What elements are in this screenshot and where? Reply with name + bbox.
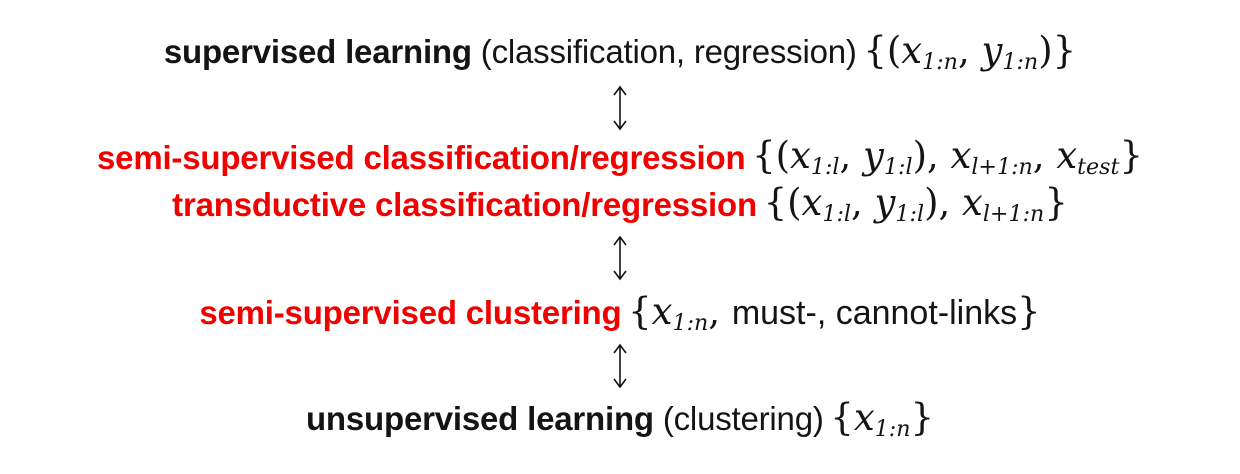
math-token-p: ,: [1032, 134, 1057, 178]
math-token-p: ,: [839, 134, 864, 178]
math-token-s: 1:n: [874, 416, 911, 443]
math-token-v: y: [863, 134, 884, 178]
math-token-v: x: [790, 134, 811, 178]
math-token-s: l+1:n: [982, 201, 1045, 228]
math-token-v: x: [651, 289, 673, 333]
math-token-s: 1:l: [883, 154, 913, 181]
math-semi-supervised-cr-data: {(x1:l, y1:l), xl+1:n, xtest}: [752, 134, 1143, 180]
math-token-s: 1:l: [810, 154, 840, 181]
math-token-s: 1:n: [1002, 49, 1039, 76]
math-token-p: ,: [957, 28, 982, 72]
row-supervised-learning: supervised learning (classification, reg…: [0, 22, 1240, 82]
updown-arrow-icon: [613, 343, 627, 388]
row-unsupervised-learning: unsupervised learning (clustering) {x1:n…: [0, 393, 1240, 445]
math-token-p: {(: [863, 28, 902, 72]
math-token-p: ),: [924, 181, 962, 225]
math-token-p: }: [910, 395, 935, 439]
updown-arrow-icon: [613, 235, 627, 281]
math-token-v: y: [874, 181, 896, 225]
connector-row-2: [0, 228, 1240, 288]
row-semi-supervised-classification-regression: semi-supervised classification/regressio…: [0, 134, 1240, 181]
math-token-v: x: [853, 395, 875, 439]
math-token-p: {(: [752, 134, 791, 178]
math-token-p: }: [1044, 181, 1068, 225]
math-supervised-data: {(x1:n, y1:n)}: [863, 29, 1076, 75]
term-unsupervised-paren: (clustering): [653, 400, 824, 437]
math-token-s: l+1:n: [971, 154, 1033, 181]
math-token-v: x: [962, 181, 983, 225]
term-transductive-cr: transductive classification/regression: [172, 185, 757, 223]
term-semi-supervised-clustering: semi-supervised clustering: [199, 294, 622, 331]
math-token-v: x: [1056, 134, 1078, 178]
math-token-s: 1:n: [672, 310, 709, 337]
math-token-p: ),: [912, 134, 951, 178]
math-transductive-data: {(x1:l, y1:l), xl+1:n}: [764, 181, 1068, 227]
math-token-s: test: [1077, 154, 1120, 181]
updown-arrow-icon: [613, 85, 627, 131]
math-token-s: 1:l: [822, 201, 852, 228]
term-unsupervised-learning: unsupervised learning: [305, 400, 654, 437]
math-token-v: x: [801, 181, 823, 225]
connector-row-3: [0, 338, 1240, 393]
row-semi-supervised-clustering: semi-supervised clustering {x1:n, must-,…: [0, 288, 1240, 338]
math-unsupervised-data: {x1:n}: [830, 396, 934, 442]
connector-row-1: [0, 82, 1240, 134]
term-supervised-paren: (classification, regression): [471, 33, 857, 70]
math-token-p: {(: [763, 181, 802, 225]
math-token-p: )}: [1038, 28, 1077, 72]
math-token-s: 1:l: [895, 201, 925, 228]
math-token-v: x: [950, 134, 972, 178]
math-token-s: 1:n: [922, 49, 958, 76]
term-supervised-learning: supervised learning: [163, 33, 472, 70]
math-token-p: }: [1119, 134, 1143, 178]
math-token-v: y: [981, 28, 1003, 72]
math-token-p: {: [830, 395, 854, 439]
math-token-v: x: [901, 28, 923, 72]
math-token-t: must-, cannot-links: [731, 293, 1018, 332]
math-token-p: ,: [708, 289, 732, 333]
math-token-p: ,: [851, 181, 875, 225]
term-semi-supervised-cr: semi-supervised classification/regressio…: [97, 138, 746, 176]
math-token-p: {: [628, 289, 652, 333]
math-semi-supervised-clustering-data: {x1:n, must-, cannot-links}: [628, 290, 1041, 336]
row-transductive-classification-regression: transductive classification/regression {…: [0, 181, 1240, 228]
math-token-p: }: [1017, 289, 1041, 333]
